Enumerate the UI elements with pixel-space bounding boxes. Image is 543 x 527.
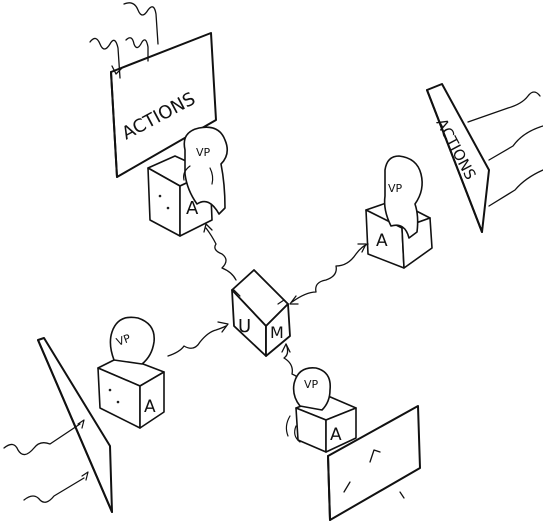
connector-bottom-left <box>167 325 227 357</box>
agent-bottom: A VP <box>285 367 357 453</box>
agent-right: A VP <box>365 155 433 269</box>
connector-right <box>291 243 369 303</box>
hub-house: U M <box>231 269 291 357</box>
board-bottom-left <box>3 337 113 513</box>
connector-bottom-arrowhead <box>281 343 291 353</box>
board-top-left: ACTIONS <box>89 2 217 178</box>
agent-bottom-left: A VP <box>97 316 165 429</box>
hub-left-letter: U <box>238 316 251 337</box>
agent-top-left-role-label: VP <box>196 146 211 159</box>
agent-bottom-left-role-label: VP <box>115 332 133 349</box>
connector-top-left-arrowhead <box>203 223 213 233</box>
agent-right-box-label: A <box>376 231 388 251</box>
agent-bottom-role-label: VP <box>304 378 319 391</box>
connector-right-arrowhead <box>289 243 367 305</box>
connector-bottom-left-arrowhead <box>217 321 229 333</box>
agent-bottom-left-box-label: A <box>144 397 156 417</box>
board-bottom-right <box>327 405 421 521</box>
agent-bottom-box-label: A <box>330 425 342 445</box>
hub-right-letter: M <box>270 323 284 342</box>
agent-top-left: A VP <box>147 126 229 237</box>
connector-top-left <box>205 227 237 281</box>
board-top-right: ACTIONS <box>426 83 543 233</box>
agent-right-role-label: VP <box>388 182 403 195</box>
